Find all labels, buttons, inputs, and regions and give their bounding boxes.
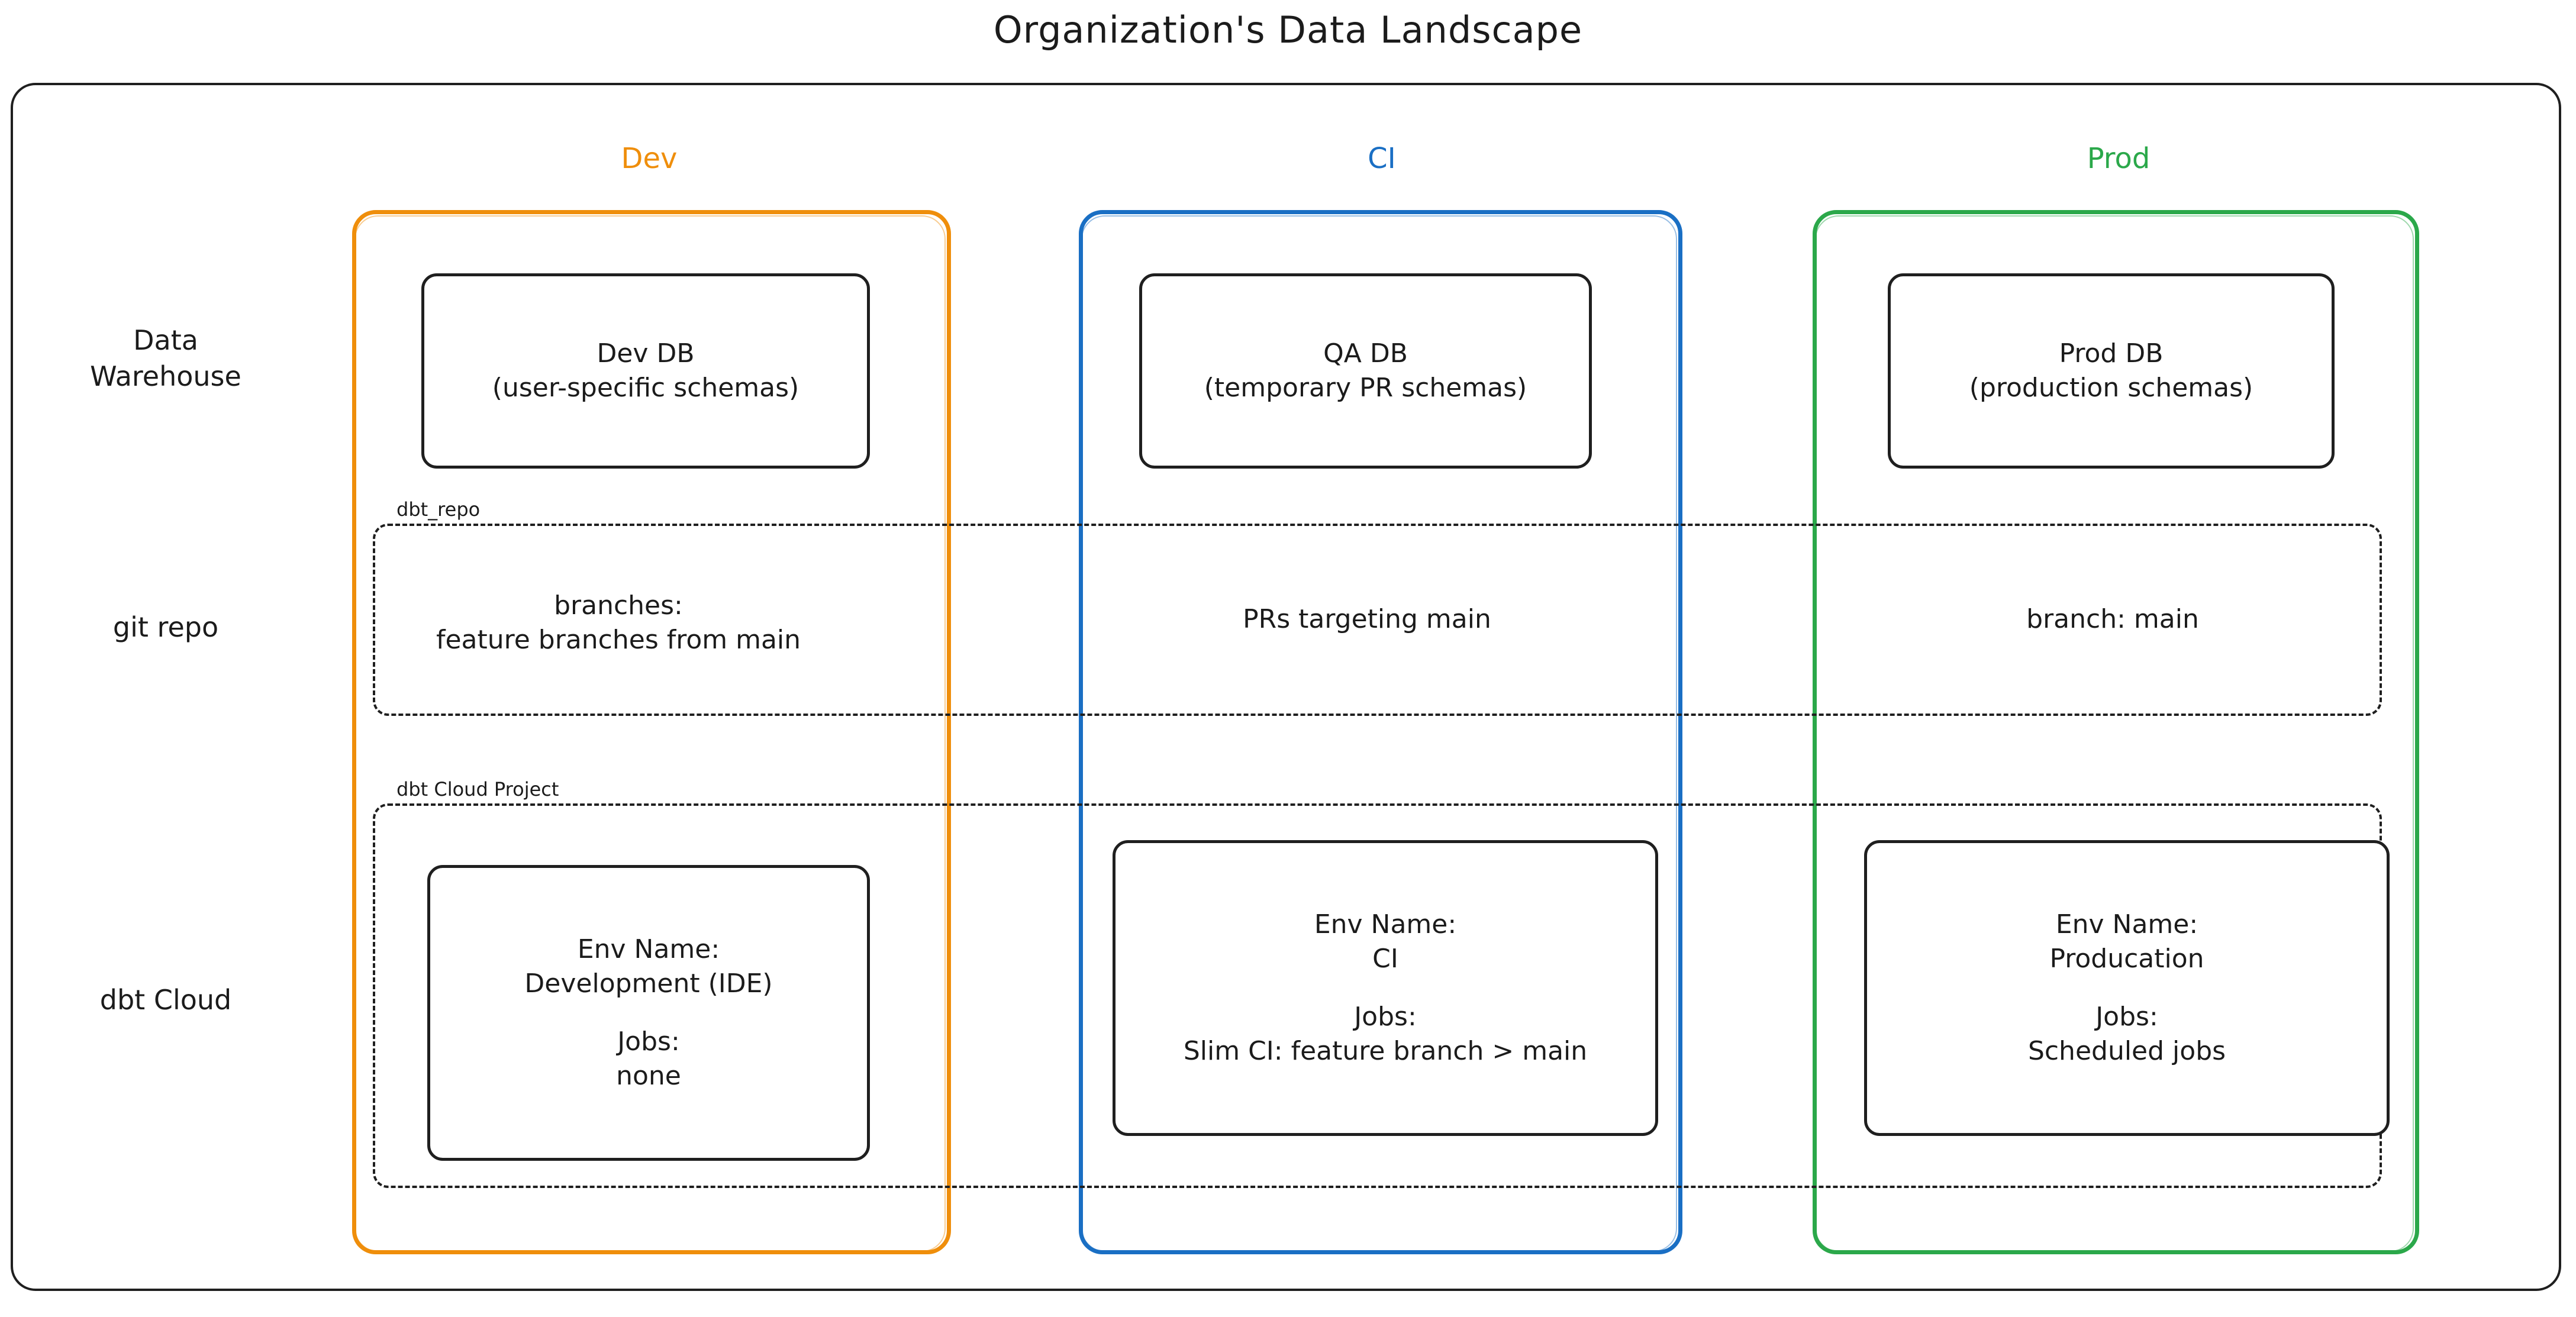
cell-git-ci: PRs targeting main [1243, 604, 1491, 634]
node-dbt-env-prod-jobs-value: Scheduled jobs [2027, 1036, 2226, 1067]
row-label-line1: Data [133, 324, 198, 356]
node-dbt-env-dev-jobs-value: none [616, 1061, 681, 1092]
row-label-git-repo: git repo [112, 611, 219, 643]
node-qa-db-line1: QA DB [1323, 338, 1408, 369]
cell-git-prod: branch: main [2026, 604, 2199, 634]
node-dbt-env-dev-jobs-label: Jobs: [617, 1027, 680, 1057]
node-qa-db: QA DB (temporary PR schemas) [1139, 273, 1592, 469]
node-dbt-env-dev: Env Name: Development (IDE) Jobs: none [427, 865, 870, 1161]
row-label-line2: Warehouse [90, 360, 241, 392]
cell-git-dev-line2: feature branches from main [436, 625, 801, 656]
node-dev-db-line1: Dev DB [597, 338, 695, 369]
group-dbt-repo [373, 524, 2382, 716]
node-dbt-env-ci-env-value: CI [1372, 943, 1398, 974]
node-dbt-env-dev-env-value: Development (IDE) [524, 968, 773, 999]
cell-git-dev: branches: feature branches from main [379, 589, 858, 657]
node-dev-db-line2: (user-specific schemas) [492, 373, 799, 403]
outer-frame [11, 83, 2561, 1291]
node-dbt-env-prod: Env Name: Producation Jobs: Scheduled jo… [1864, 840, 2390, 1136]
node-prod-db: Prod DB (production schemas) [1888, 273, 2335, 469]
row-label-dbt-cloud: dbt Cloud [99, 984, 232, 1016]
node-dbt-env-prod-env-value: Producation [2049, 943, 2204, 974]
node-dbt-env-ci-jobs-value: Slim CI: feature branch > main [1183, 1036, 1588, 1067]
node-dbt-env-ci: Env Name: CI Jobs: Slim CI: feature bran… [1113, 840, 1658, 1136]
node-dbt-env-prod-env-label: Env Name: [2055, 909, 2198, 940]
column-header-prod: Prod [2087, 142, 2151, 175]
node-qa-db-line2: (temporary PR schemas) [1204, 373, 1527, 403]
node-prod-db-line2: (production schemas) [1969, 373, 2253, 403]
column-header-dev: Dev [621, 142, 678, 175]
node-dbt-env-dev-env-label: Env Name: [577, 934, 720, 964]
env-column-prod [1813, 210, 2419, 1254]
cell-git-dev-line1: branches: [554, 590, 683, 621]
page-title: Organization's Data Landscape [993, 8, 1583, 51]
column-header-ci: CI [1368, 142, 1396, 175]
group-label-dbt-cloud-project: dbt Cloud Project [392, 778, 564, 800]
node-dbt-env-ci-jobs-label: Jobs: [1354, 1002, 1417, 1032]
node-dbt-env-ci-env-label: Env Name: [1314, 909, 1457, 940]
env-column-ci [1079, 210, 1682, 1254]
env-column-dev [352, 210, 951, 1254]
node-prod-db-line1: Prod DB [2059, 338, 2164, 369]
row-label-data-warehouse: Data Warehouse [24, 322, 308, 394]
node-dev-db: Dev DB (user-specific schemas) [421, 273, 870, 469]
group-label-dbt-repo: dbt_repo [392, 498, 485, 521]
node-dbt-env-prod-jobs-label: Jobs: [2095, 1002, 2158, 1032]
